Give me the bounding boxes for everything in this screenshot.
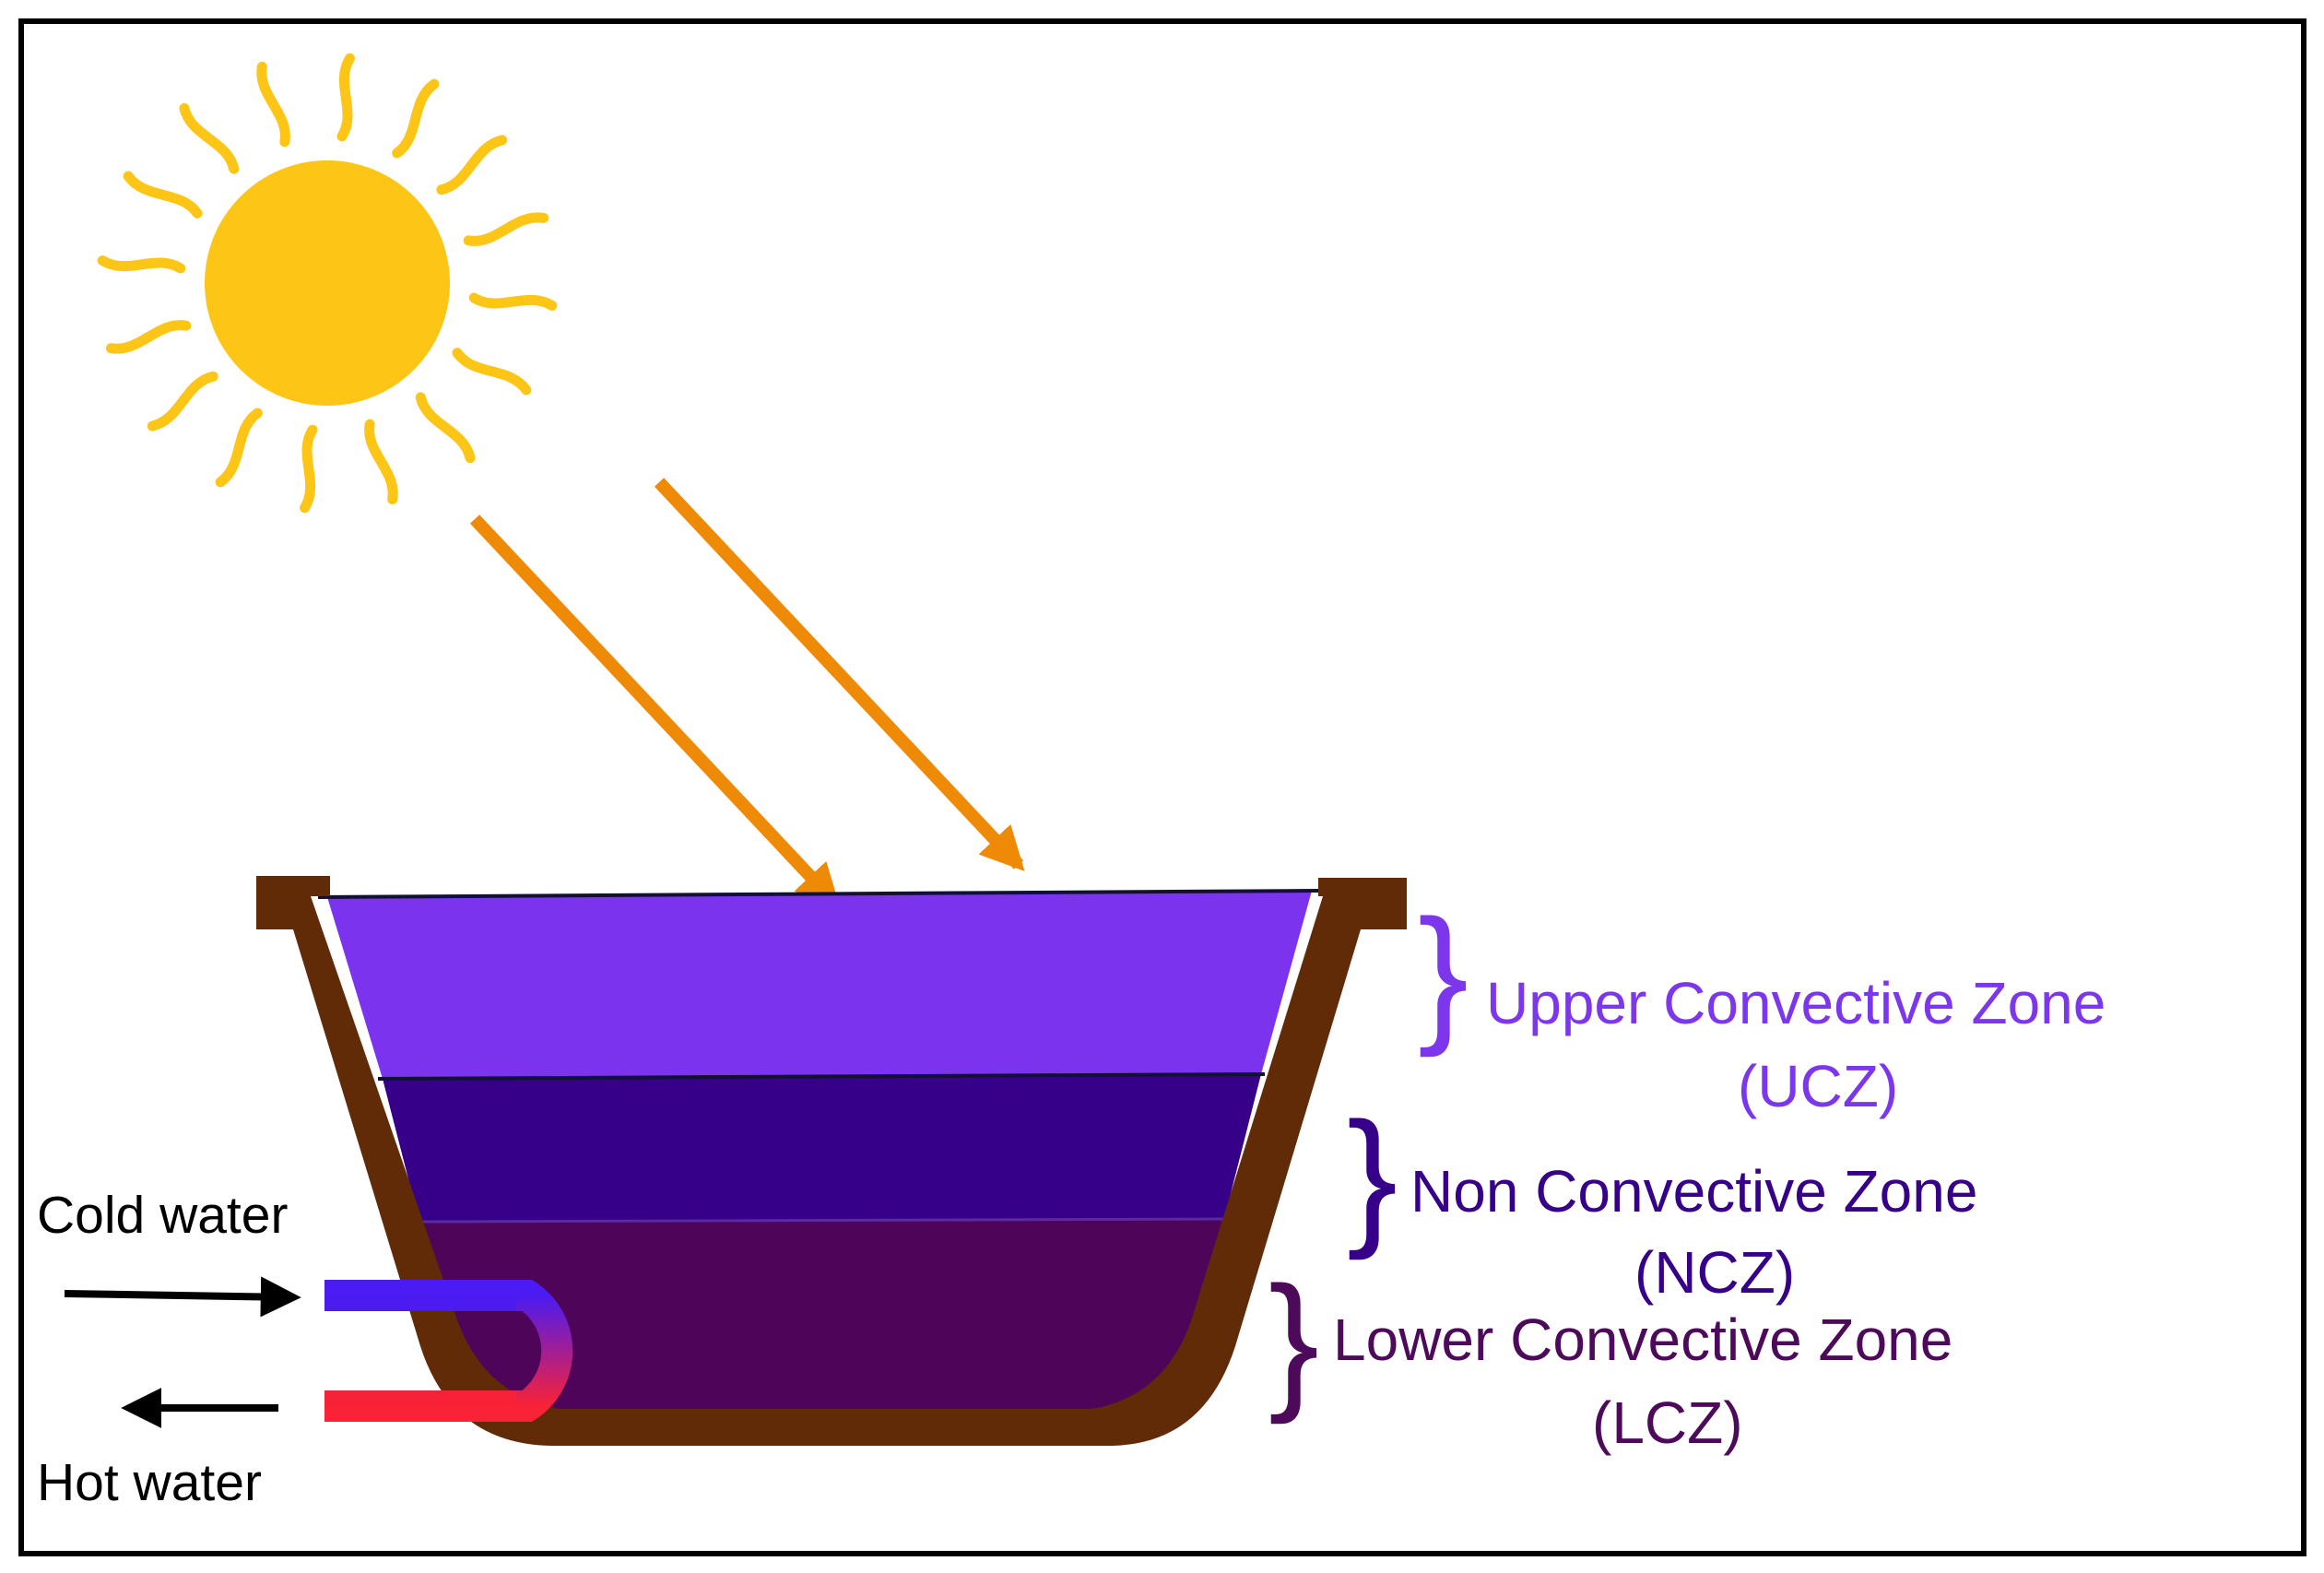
non-zone-name: Non Convective Zone: [1410, 1158, 1977, 1224]
sun-icon: [97, 53, 558, 514]
hot-water-label: Hot water: [37, 1453, 262, 1512]
sun-ray-arrow-icon: [469, 514, 841, 908]
sun-ray-icon: [105, 320, 192, 354]
sun-ray-icon: [179, 102, 240, 174]
sun-ray-icon: [452, 348, 532, 396]
sun-ray-icon: [97, 255, 186, 274]
sun-ray-icon: [392, 78, 440, 159]
sun-ray-icon: [415, 392, 476, 464]
sun-ray-icon: [123, 171, 203, 219]
pond-water: [317, 889, 1319, 1411]
sun-ray-icon: [463, 212, 549, 246]
sun-ray-arrow-icon: [654, 478, 1025, 871]
sun-ray-icon: [364, 419, 398, 505]
non-convective-zone-layer: [383, 1074, 1261, 1222]
cold-water-inlet-arrow: [64, 1276, 301, 1318]
sun-ray-icon: [147, 371, 218, 432]
upper-convective-zone-layer: [327, 891, 1312, 1079]
sun-ray-icon: [215, 408, 263, 488]
sun-ray-icon: [336, 53, 355, 142]
sun-ray-icon: [436, 135, 508, 195]
lower-zone-name: Lower Convective Zone: [1333, 1307, 1952, 1373]
sun-ray-icon: [256, 61, 290, 148]
upper-zone-brace: }: [1418, 888, 1469, 1058]
heat-exchanger-pipe: [324, 1280, 573, 1422]
sun-ray-icon: [468, 292, 558, 311]
upper-zone-name: Upper Convective Zone: [1486, 970, 2106, 1036]
cold-water-label: Cold water: [37, 1186, 288, 1245]
lower-convective-zone-layer: [419, 1219, 1224, 1411]
upper-zone-abbr: (UCZ): [1738, 1053, 1898, 1119]
non-zone-abbr: (NCZ): [1634, 1239, 1795, 1306]
non-zone-brace: }: [1347, 1091, 1398, 1260]
sun-ray-icon: [300, 424, 318, 514]
lower-zone-brace: }: [1268, 1255, 1319, 1425]
lower-zone-abbr: (LCZ): [1592, 1390, 1743, 1456]
